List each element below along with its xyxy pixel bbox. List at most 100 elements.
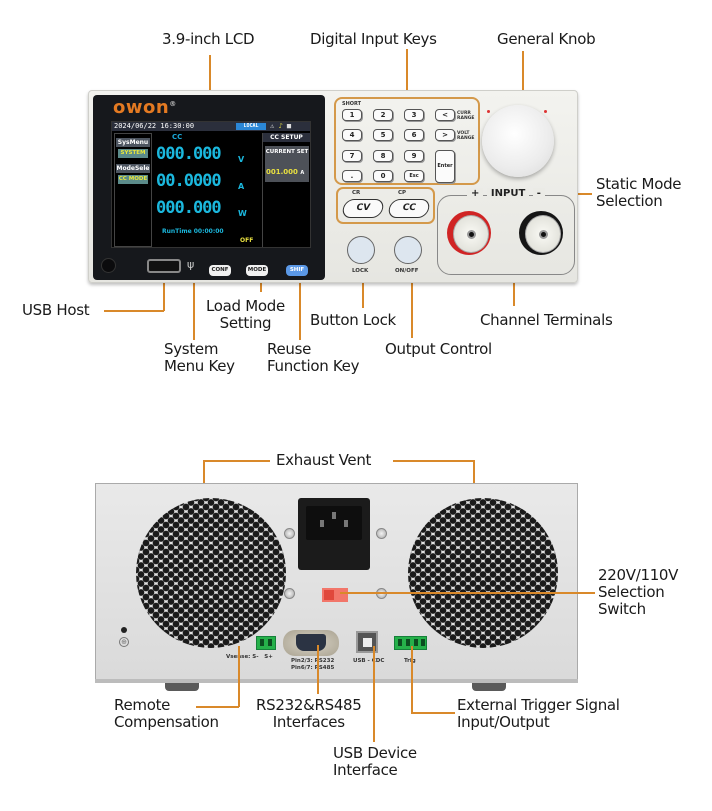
lcd-screen: 2024/06/22 16:30:00 LOCAL ⚠ ♪ ■ SysMenu … bbox=[111, 121, 311, 248]
lcd-setup-panel: CC SETUP CURRENT SET 001.000 A bbox=[262, 133, 310, 247]
speaker-icon: ♪ bbox=[278, 122, 283, 130]
leader-vent-left-h bbox=[203, 460, 270, 462]
callout-button-lock: Button Lock bbox=[310, 311, 396, 329]
key-left[interactable]: < bbox=[435, 109, 455, 121]
input-minus: - bbox=[532, 188, 545, 199]
unit-voltage: V bbox=[238, 155, 245, 164]
power-inlet[interactable] bbox=[298, 498, 370, 570]
switch-slider bbox=[324, 590, 334, 600]
reading-power: 000.000 bbox=[156, 198, 222, 218]
db9-socket bbox=[296, 634, 326, 651]
key-dot[interactable]: . bbox=[342, 170, 362, 182]
rs232-label: Pin2/3: RS232 bbox=[291, 658, 335, 664]
ground-icon: ⊕ bbox=[119, 637, 129, 647]
lcd-datetime: 2024/06/22 16:30:00 bbox=[114, 122, 195, 130]
callout-line-2: Setting bbox=[219, 314, 272, 332]
input-label: INPUT bbox=[486, 188, 530, 199]
output-state: OFF bbox=[240, 237, 254, 244]
runtime: RunTime 00:00:00 bbox=[162, 228, 224, 235]
lcd-readings: CC 000.000 V 00.0000 A 000.000 W RunTime… bbox=[154, 133, 260, 247]
screw bbox=[376, 588, 387, 599]
short-label: SHORT bbox=[342, 101, 362, 107]
shif-button[interactable]: SHIF bbox=[286, 265, 308, 276]
callout-ext-trigger: External Trigger Signal Input/Output bbox=[457, 697, 620, 731]
screw bbox=[284, 588, 295, 599]
reading-voltage: 000.000 bbox=[156, 144, 222, 164]
registered-mark: ® bbox=[169, 100, 177, 108]
leader-remote-comp-h bbox=[196, 706, 239, 708]
vsense-connector[interactable] bbox=[256, 636, 276, 650]
vsense-label: Vsense: S- S+ bbox=[226, 654, 273, 661]
softkey-system[interactable]: SYSTEM bbox=[118, 149, 148, 158]
exhaust-vent-right bbox=[408, 498, 558, 648]
callout-line-2: Interface bbox=[333, 761, 398, 779]
general-knob[interactable] bbox=[482, 105, 554, 177]
rear-base bbox=[95, 679, 578, 683]
cp-label: CP bbox=[398, 190, 407, 196]
usb-device-port[interactable] bbox=[356, 631, 378, 653]
leader-usb-host-v bbox=[163, 268, 165, 311]
key-5[interactable]: 5 bbox=[373, 129, 393, 141]
warning-icon: ⚠ bbox=[270, 122, 275, 130]
onoff-button[interactable] bbox=[394, 236, 422, 264]
trig-label: Trig bbox=[404, 658, 416, 664]
cc-setup-title: CC SETUP bbox=[263, 133, 310, 142]
knob-marker-left bbox=[487, 110, 490, 113]
lock-button[interactable] bbox=[347, 236, 375, 264]
enter-key[interactable]: Enter bbox=[435, 150, 455, 183]
brand-logo: owon® bbox=[113, 97, 177, 118]
screw bbox=[284, 528, 295, 539]
usb-host-port[interactable] bbox=[147, 259, 181, 273]
current-set-number: 001.000 bbox=[266, 168, 298, 176]
softkey-cc-mode[interactable]: CC MODE bbox=[118, 175, 148, 184]
conf-button[interactable]: CONF bbox=[209, 265, 231, 276]
key-2[interactable]: 2 bbox=[373, 109, 393, 121]
callout-line-1: 220V/110V bbox=[598, 566, 679, 584]
lock-label: LOCK bbox=[352, 268, 369, 274]
callout-remote-comp: Remote Compensation bbox=[114, 697, 219, 731]
usb-cdc-label: USB - CDC bbox=[353, 658, 385, 664]
key-4[interactable]: 4 bbox=[342, 129, 362, 141]
leader-rs-interfaces bbox=[317, 645, 319, 694]
callout-line-1: Remote bbox=[114, 696, 171, 714]
front-panel: owon® 2024/06/22 16:30:00 LOCAL ⚠ ♪ ■ Sy… bbox=[88, 90, 578, 283]
static-mode-group: CR CP CV CC bbox=[336, 187, 435, 224]
key-right[interactable]: > bbox=[435, 129, 455, 141]
callout-line-2: Input/Output bbox=[457, 713, 550, 731]
key-3[interactable]: 3 bbox=[404, 109, 424, 121]
terminal-cap bbox=[453, 215, 489, 253]
unit-current: A bbox=[238, 182, 245, 191]
key-8[interactable]: 8 bbox=[373, 150, 393, 162]
callout-line-2: Selection bbox=[596, 192, 663, 210]
negative-terminal[interactable] bbox=[519, 211, 563, 255]
key-0[interactable]: 0 bbox=[373, 170, 393, 182]
callout-line-1: Reuse bbox=[267, 340, 312, 358]
leader-vent-right-h bbox=[393, 460, 473, 462]
callout-usb-host: USB Host bbox=[22, 301, 90, 319]
positive-terminal[interactable] bbox=[447, 211, 491, 255]
terminal-cap bbox=[525, 215, 561, 253]
leader-lock bbox=[362, 262, 364, 308]
input-plus: + bbox=[467, 188, 484, 199]
key-6[interactable]: 6 bbox=[404, 129, 424, 141]
key-esc[interactable]: Esc bbox=[404, 170, 424, 182]
leader-lcd bbox=[209, 55, 211, 102]
key-9[interactable]: 9 bbox=[404, 150, 424, 162]
callout-knob: General Knob bbox=[497, 30, 596, 48]
terminal-hole bbox=[539, 230, 548, 239]
local-badge: LOCAL bbox=[236, 123, 266, 130]
callout-digital-keys: Digital Input Keys bbox=[310, 30, 437, 48]
cc-button[interactable]: CC bbox=[386, 199, 432, 218]
voltage-selection-switch[interactable] bbox=[322, 588, 348, 602]
rs232-rs485-port[interactable] bbox=[283, 630, 339, 656]
cv-button[interactable]: CV bbox=[340, 199, 386, 218]
callout-load-mode: Load Mode Setting bbox=[206, 298, 285, 332]
leader-keys bbox=[406, 49, 408, 100]
trigger-connector[interactable] bbox=[394, 636, 427, 650]
key-7[interactable]: 7 bbox=[342, 150, 362, 162]
key-1[interactable]: 1 bbox=[342, 109, 362, 121]
mode-button[interactable]: MODE bbox=[246, 265, 268, 276]
